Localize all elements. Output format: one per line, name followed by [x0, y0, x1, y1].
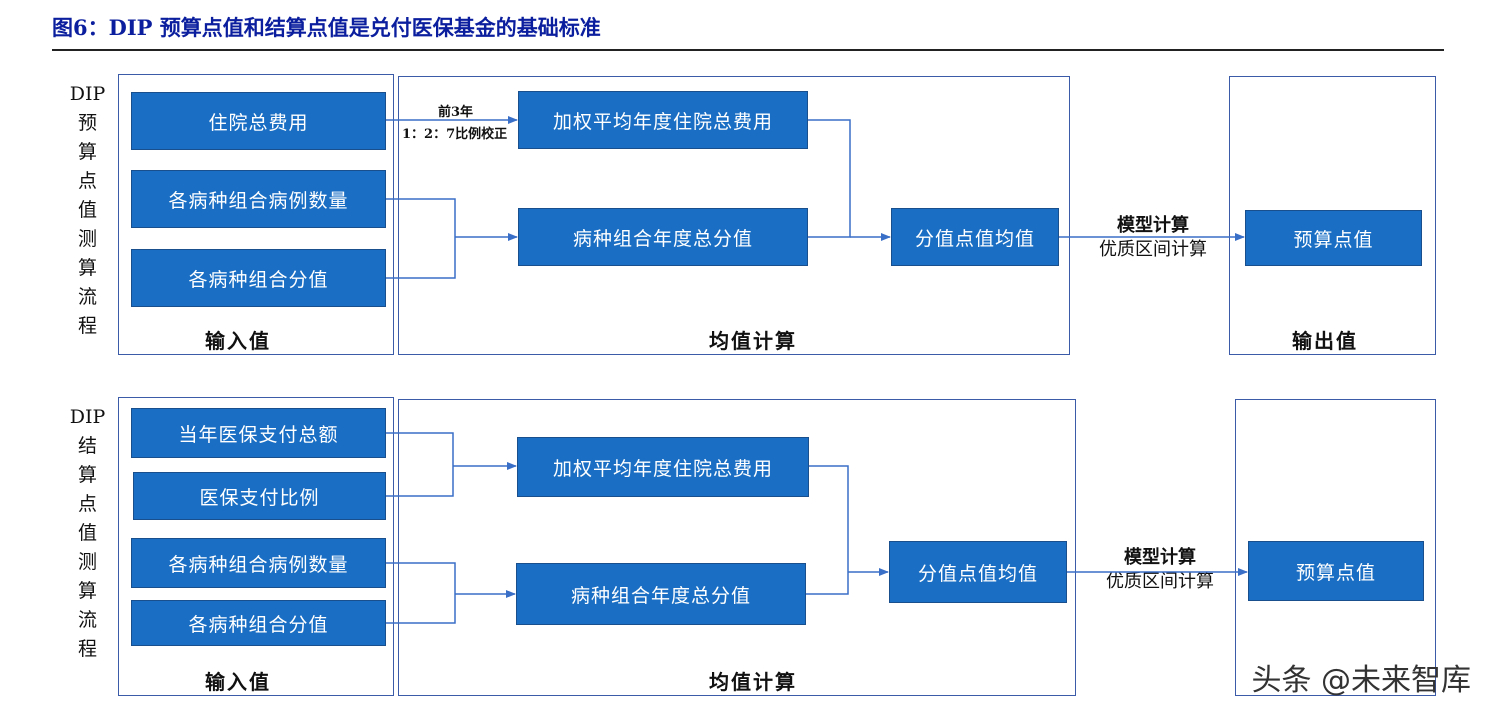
- bottom-model-label: 模型计算: [1124, 547, 1196, 568]
- top-merge-counts: [386, 198, 456, 279]
- top-annual-total-score: 病种组合年度总分值: [518, 208, 808, 266]
- bottom-weighted-avg-cost: 加权平均年度住院总费用: [517, 437, 809, 497]
- bottom-input-payment-ratio: 医保支付比例: [133, 472, 386, 520]
- top-input-group-score: 各病种组合分值: [131, 249, 386, 307]
- side-label-char: 流: [77, 609, 97, 631]
- bottom-input-group-score: 各病种组合分值: [131, 600, 386, 646]
- figure-title: 图6：DIP 预算点值和结算点值是兑付医保基金的基础标准: [52, 15, 601, 40]
- bottom-merge-counts: [386, 562, 456, 624]
- side-label-char: 测: [77, 551, 97, 573]
- side-label-char: 算: [77, 580, 97, 602]
- side-label-char: 算: [77, 141, 97, 163]
- top-arrow-note-1: 前3年: [438, 105, 474, 120]
- side-label-char: 流: [77, 286, 97, 308]
- bottom-output-budget-point: 预算点值: [1248, 541, 1424, 601]
- side-label-char: 算: [77, 464, 97, 486]
- side-label-char: 点: [77, 493, 97, 515]
- side-label-text: DIP: [69, 406, 106, 428]
- top-weighted-avg-cost: 加权平均年度住院总费用: [518, 91, 808, 149]
- top-input-caption: 输入值: [205, 329, 271, 353]
- side-label-char: 结: [77, 435, 97, 457]
- side-label-char: 测: [77, 228, 97, 250]
- bottom-merge-means: [806, 465, 849, 595]
- bottom-point-value-mean: 分值点值均值: [889, 541, 1067, 603]
- side-label-char: 程: [77, 638, 97, 660]
- top-mean-caption: 均值计算: [709, 329, 797, 353]
- side-label-char: 值: [77, 522, 97, 544]
- side-label-char: 值: [77, 199, 97, 221]
- top-arrow-note-2: 1：2：7比例校正: [402, 127, 508, 142]
- title-rule: [52, 49, 1444, 51]
- top-point-value-mean: 分值点值均值: [891, 208, 1059, 266]
- top-model-label: 模型计算: [1117, 215, 1189, 236]
- bottom-annual-total-score: 病种组合年度总分值: [516, 563, 806, 625]
- top-model-note: 模型计算 优质区间计算: [1078, 214, 1228, 262]
- side-label-text: DIP: [69, 83, 106, 105]
- bottom-model-note: 模型计算 优质区间计算: [1085, 546, 1235, 594]
- bottom-input-case-count: 各病种组合病例数量: [131, 538, 386, 588]
- side-label-char: 算: [77, 257, 97, 279]
- top-quality-label: 优质区间计算: [1099, 239, 1207, 260]
- watermark: 头条 @未来智库: [1251, 663, 1471, 698]
- bottom-quality-label: 优质区间计算: [1106, 571, 1214, 592]
- side-label-char: 点: [77, 170, 97, 192]
- bottom-input-caption: 输入值: [205, 670, 271, 694]
- top-input-total-cost: 住院总费用: [131, 92, 386, 150]
- bottom-side-label: DIP 结 算 点 值 测 算 流 程: [60, 403, 115, 664]
- top-input-case-count: 各病种组合病例数量: [131, 170, 386, 228]
- bottom-input-total-payment: 当年医保支付总额: [131, 408, 386, 458]
- top-output-budget-point: 预算点值: [1245, 210, 1422, 266]
- top-output-caption: 输出值: [1292, 329, 1358, 353]
- side-label-char: 程: [77, 315, 97, 337]
- bottom-merge-payments: [386, 432, 454, 497]
- top-merge-means: [808, 119, 851, 238]
- top-side-label: DIP 预 算 点 值 测 算 流 程: [60, 80, 115, 341]
- side-label-char: 预: [77, 112, 97, 134]
- bottom-mean-caption: 均值计算: [709, 670, 797, 694]
